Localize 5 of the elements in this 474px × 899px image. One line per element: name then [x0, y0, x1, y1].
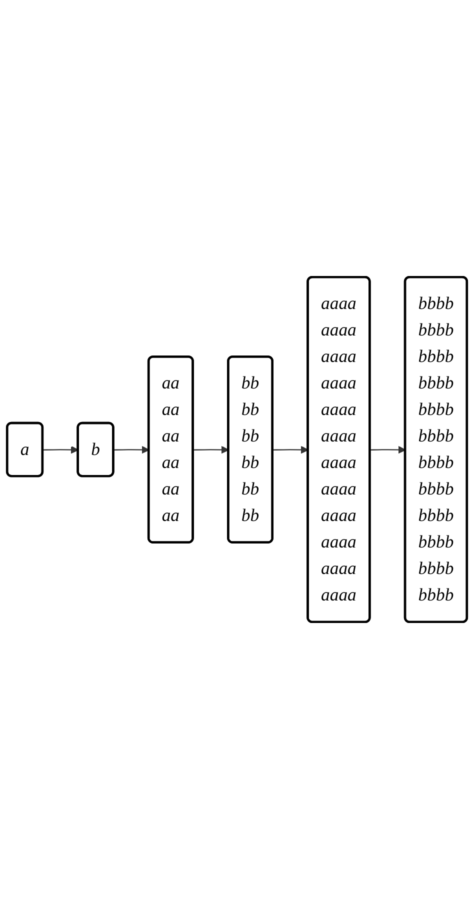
arrow [272, 446, 309, 454]
arrow [370, 446, 406, 454]
arrow [42, 446, 79, 454]
arrow [114, 446, 150, 454]
arrow [193, 446, 229, 454]
